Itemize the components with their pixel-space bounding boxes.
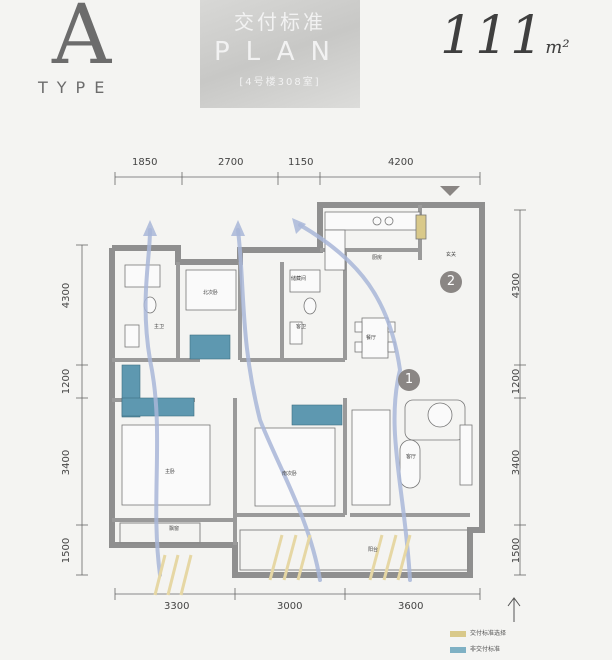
- plan-title-en: PLAN: [214, 37, 346, 67]
- room-second-bedroom-south: 南次卧: [282, 471, 298, 477]
- beds: [121, 269, 336, 507]
- type-letter: A: [52, 0, 112, 83]
- badge-2: 2: [440, 271, 462, 293]
- airflow-arrows: [143, 223, 412, 582]
- dim-bottom-3: 3600: [398, 601, 424, 612]
- dim-right-2: 1200: [511, 368, 523, 395]
- plan-title-cn: 交付标准: [234, 10, 326, 34]
- type-word: TYPE: [38, 78, 114, 97]
- kitchen-counters: [324, 211, 427, 271]
- legend-item-delivery: 交付标准选择: [450, 628, 506, 637]
- plan-subtitle: [4号楼308室]: [239, 77, 321, 88]
- badge-1: 1: [398, 369, 420, 391]
- entrance-marker: [440, 186, 460, 196]
- legend-swatch-non-delivery: [450, 646, 466, 653]
- dining-table: [354, 317, 396, 359]
- room-balcony: 阳台: [368, 547, 379, 553]
- room-entry: 玄关: [446, 252, 457, 258]
- room-living: 客厅: [406, 454, 417, 460]
- legend-label-non-delivery: 非交付标准: [470, 646, 501, 653]
- dim-left-2: 1200: [61, 368, 73, 395]
- area-value: 111: [440, 6, 546, 66]
- dim-right-1: 4300: [511, 272, 523, 299]
- dim-right-4: 1500: [511, 537, 523, 564]
- room-dining: 餐厅: [366, 335, 377, 341]
- airflow-arrowheads: [143, 218, 306, 236]
- legend-item-non-delivery: 非交付标准: [450, 644, 500, 653]
- dim-bottom-2: 3000: [277, 601, 303, 612]
- dim-left-3: 3400: [61, 449, 73, 476]
- living-furniture: [351, 399, 473, 506]
- dim-bottom-1: 3300: [164, 601, 190, 612]
- dimension-lines: [76, 172, 526, 600]
- dim-top-3: 1150: [288, 157, 314, 168]
- bathroom-fixtures: [124, 264, 321, 348]
- room-bay: 飘窗: [169, 526, 180, 532]
- dim-top-2: 2700: [218, 157, 244, 168]
- dim-right-3: 3400: [511, 449, 523, 476]
- sunlight-arrows: [153, 534, 412, 596]
- balcony-outline: [119, 522, 469, 571]
- legend-label-delivery: 交付标准选择: [470, 630, 507, 637]
- area-unit: m²: [545, 37, 570, 58]
- room-guest-bath: 客卫: [296, 324, 307, 330]
- dim-top-1: 1850: [132, 157, 158, 168]
- room-master-bedroom: 主卧: [165, 469, 176, 475]
- area-label: 111m²: [440, 6, 570, 66]
- legend-swatch-delivery: [450, 630, 466, 637]
- outer-walls: [109, 202, 485, 578]
- dim-left-1: 4300: [61, 282, 73, 309]
- plan-title-block: 交付标准 PLAN [4号楼308室]: [200, 0, 360, 108]
- room-kitchen: 厨房: [372, 255, 383, 261]
- room-master-bath: 主卫: [154, 324, 165, 330]
- north-arrow: [507, 597, 521, 622]
- dim-top-4: 4200: [388, 157, 414, 168]
- room-second-bedroom-north: 北次卧: [203, 290, 219, 296]
- room-storage: 储藏间: [291, 276, 307, 282]
- dim-left-4: 1500: [61, 537, 73, 564]
